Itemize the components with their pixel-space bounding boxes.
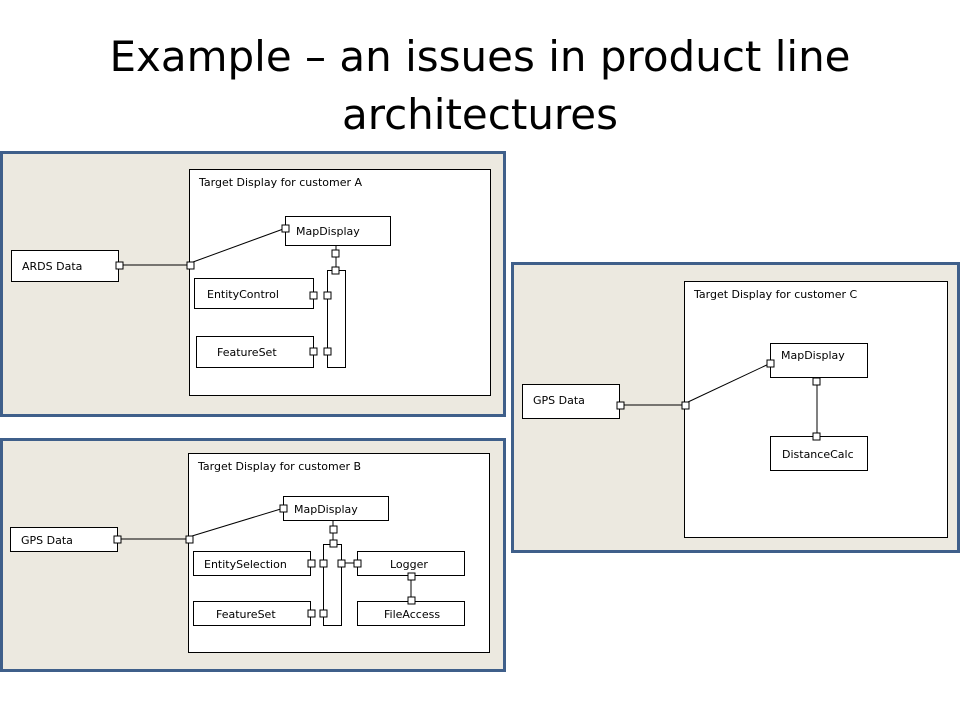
feature-set-box-b: FeatureSet [193, 601, 311, 626]
wire-frame-to-mapdisplay-c [687, 362, 772, 403]
frame-title-a: Target Display for customer A [199, 176, 363, 189]
port-logger-left [353, 559, 362, 568]
port-frame-input-a [186, 261, 195, 270]
port-mapdisplay-bottom-c [812, 377, 821, 386]
entity-control-box: EntityControl [194, 278, 314, 309]
panel-customer-a: Target Display for customer A ARDS Data … [0, 151, 506, 417]
panel-customer-c: Target Display for customer C GPS Data M… [511, 262, 960, 553]
map-display-label-b: MapDisplay [294, 503, 358, 516]
wire-frame-to-mapdisplay-b [191, 507, 285, 537]
target-display-frame-c: Target Display for customer C [684, 281, 948, 538]
port-mapdisplay-bottom-a [331, 249, 340, 258]
port-bus-top-b [329, 539, 338, 548]
port-bus-low-b [319, 609, 328, 618]
port-mapdisplay-bottom-b [329, 525, 338, 534]
frame-title-b: Target Display for customer B [198, 460, 362, 473]
port-fileaccess-top [407, 596, 416, 605]
port-frame-input-b [185, 535, 194, 544]
map-display-label-c: MapDisplay [781, 349, 845, 362]
port-bus-left-mid-b [319, 559, 328, 568]
port-mapdisplay-left-a [281, 224, 290, 233]
entity-selection-label: EntitySelection [204, 558, 287, 571]
entity-control-label: EntityControl [207, 288, 279, 301]
port-frame-input-c [681, 401, 690, 410]
map-display-box-b: MapDisplay [283, 496, 389, 521]
port-bus-mid-a [323, 291, 332, 300]
port-mapdisplay-left-b [279, 504, 288, 513]
distance-calc-box: DistanceCalc [770, 436, 868, 471]
wire-frame-to-mapdisplay [192, 227, 287, 263]
map-display-box-a: MapDisplay [285, 216, 391, 246]
panel-customer-b: Target Display for customer B GPS Data M… [0, 438, 506, 672]
connections-b [113, 504, 416, 618]
distance-calc-label: DistanceCalc [782, 448, 854, 461]
port-featureset-a [309, 347, 318, 356]
feature-set-label-b: FeatureSet [216, 608, 276, 621]
gps-data-label-b: GPS Data [21, 534, 73, 547]
title-line-1: Example – an issues in product line [109, 32, 851, 81]
file-access-box: FileAccess [357, 601, 465, 626]
slide-title: Example – an issues in product line arch… [0, 28, 960, 144]
gps-data-box-c: GPS Data [522, 384, 620, 419]
feature-set-label-a: FeatureSet [217, 346, 277, 359]
port-bus-top-a [331, 266, 340, 275]
entity-selection-box: EntitySelection [193, 551, 311, 576]
map-display-box-c: MapDisplay [770, 343, 868, 378]
port-mapdisplay-left-c [766, 359, 775, 368]
connections-c [616, 359, 821, 441]
ards-data-box: ARDS Data [11, 250, 119, 282]
frame-title-c: Target Display for customer C [694, 288, 858, 301]
port-entitycontrol-a [309, 291, 318, 300]
title-line-2: architectures [341, 90, 618, 139]
port-entityselection-b [307, 559, 316, 568]
ards-data-label: ARDS Data [22, 260, 83, 273]
map-display-label-a: MapDisplay [296, 225, 360, 238]
port-gps-data-b [113, 535, 122, 544]
logger-label: Logger [390, 558, 428, 571]
port-logger-bottom [407, 572, 416, 581]
feature-set-box-a: FeatureSet [196, 336, 314, 368]
port-bus-low-a [323, 347, 332, 356]
port-gps-data-c [616, 401, 625, 410]
logger-box: Logger [357, 551, 465, 576]
connections-a [115, 224, 340, 356]
file-access-label: FileAccess [384, 608, 441, 621]
port-bus-right-mid-b [337, 559, 346, 568]
port-featureset-b [307, 609, 316, 618]
gps-data-box-b: GPS Data [10, 527, 118, 552]
port-ards-data [115, 261, 124, 270]
port-distancecalc-top [812, 432, 821, 441]
gps-data-label-c: GPS Data [533, 394, 585, 407]
